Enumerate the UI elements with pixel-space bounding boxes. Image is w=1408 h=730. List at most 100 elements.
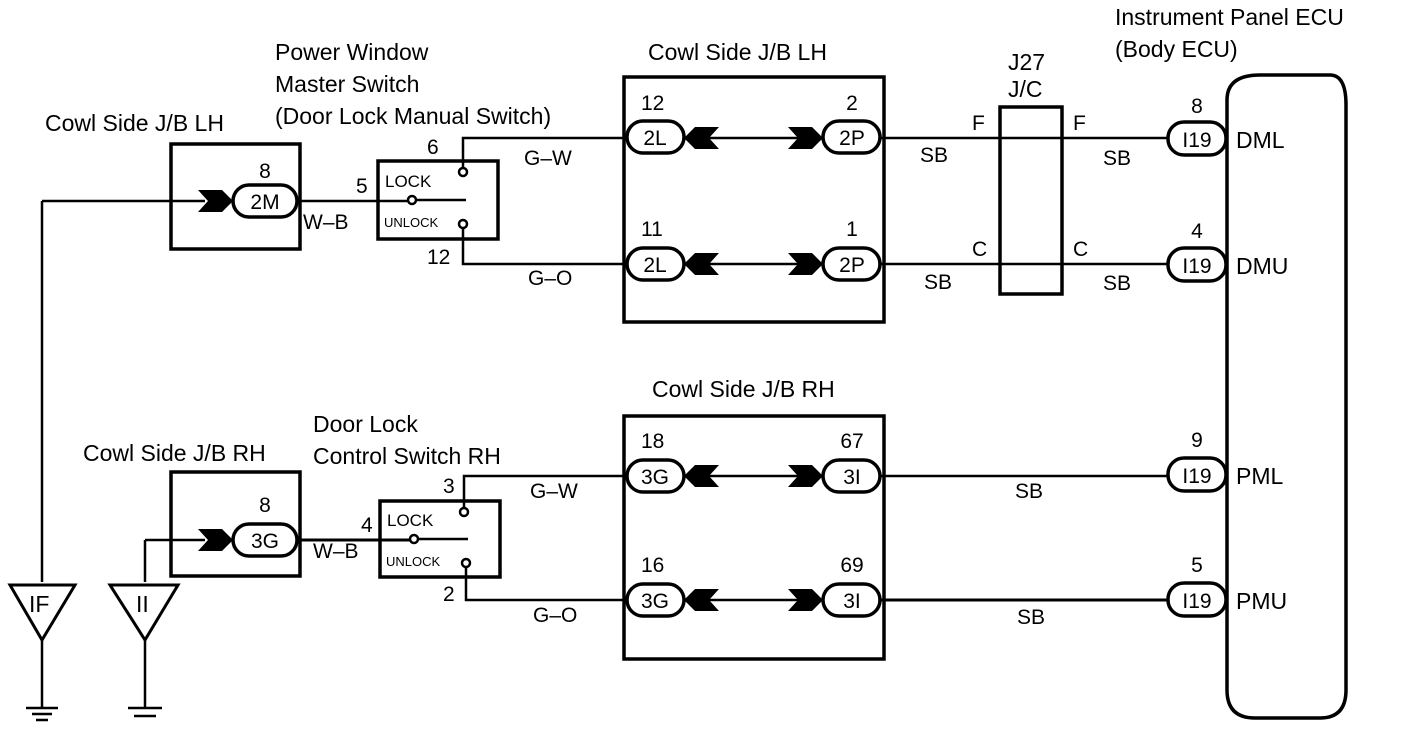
connector-rh-top-right-pin: 67 [840, 430, 863, 453]
ecu-connector-pmu: I19 5 PMU [1166, 554, 1287, 618]
rh-common-contact [408, 533, 420, 545]
ecu-title-1: Instrument Panel ECU [1115, 4, 1344, 30]
master-lock-label: LOCK [385, 172, 432, 191]
j27-pin-bot-right: C [1073, 238, 1088, 261]
connector-lh-bot-left-code: 2L [643, 254, 666, 277]
master-lock-contact [457, 166, 469, 178]
connector-arrow-icon [198, 529, 233, 551]
j27-title: J27 [1008, 49, 1045, 75]
connector-arrow-icon [788, 253, 823, 275]
cowl-lh-left-title: Cowl Side J/B LH [45, 110, 224, 136]
j27-pin-top-right: F [1073, 112, 1086, 135]
connector-2m-code: 2M [250, 191, 279, 214]
ecu-title-2: (Body ECU) [1115, 36, 1238, 62]
wire-master-lock [461, 136, 628, 168]
connector-lh-bot-right-pin: 1 [846, 218, 858, 241]
j27-pin-top-left: F [972, 112, 985, 135]
wire-label-master-lock: G–W [524, 147, 572, 170]
wire-label-rh-common: W–B [313, 540, 359, 563]
connector-2m-pin: 8 [259, 160, 271, 183]
j27-pin-bot-left: C [972, 238, 987, 261]
master-unlock-contact [457, 218, 469, 230]
dl-ctrl-title-2: Control Switch RH [313, 443, 501, 469]
ecu-dml-terminal: DML [1236, 127, 1285, 153]
ecu-connector-dml: I19 8 DML [1166, 95, 1285, 157]
connector-lh-top-right-pin: 2 [846, 92, 858, 115]
rh-lock-label: LOCK [387, 511, 434, 530]
cowl-lh-center-title: Cowl Side J/B LH [648, 39, 827, 65]
cowl-lh-center-box [622, 75, 886, 324]
connector-3g-left-pin: 8 [259, 494, 271, 517]
connector-lh-top-right-code: 2P [839, 127, 865, 150]
rh-pin-lock: 3 [443, 475, 455, 498]
rh-pin-unlock: 2 [443, 583, 455, 606]
ground-symbol-icon [128, 706, 162, 718]
wire-label-rh-top-out: SB [1015, 480, 1043, 503]
cowl-lh-left-box [169, 142, 302, 251]
ecu-connector-dmu: I19 4 DMU [1166, 220, 1288, 283]
master-pin-lock: 6 [427, 136, 439, 159]
rh-unlock-contact [460, 557, 472, 569]
connector-arrow-icon [684, 127, 719, 149]
master-switch-box [376, 159, 500, 241]
connector-lh-bot-right-code: 2P [839, 254, 865, 277]
wire-master-unlock [461, 228, 628, 266]
ground-label-ii: II [136, 591, 149, 617]
rh-unlock-label: UNLOCK [386, 554, 441, 569]
master-common-contact [406, 194, 418, 206]
ground-point-if: IF [7, 583, 78, 722]
ecu-pmu-pin: 5 [1191, 554, 1203, 577]
connector-lh-bot-left-pin: 11 [641, 218, 663, 241]
connector-arrow-icon [788, 465, 823, 487]
connector-rh-bot-right-pin: 69 [840, 554, 863, 577]
rh-pin-common: 4 [361, 514, 373, 537]
master-pin-unlock: 12 [427, 246, 450, 269]
cowl-rh-center-box [622, 414, 886, 661]
ecu-dmu-code: I19 [1182, 255, 1211, 278]
ground-symbol-icon [26, 706, 58, 722]
connector-3g-left-code: 3G [251, 530, 279, 553]
wire-rh-unlock [464, 567, 628, 602]
connector-rh-top-left-code: 3G [641, 466, 669, 489]
connector-rh-top-right-code: 3I [843, 466, 861, 489]
wire-label-j27-bot-out: SB [1103, 272, 1131, 295]
pw-master-title-2: Master Switch [275, 71, 419, 97]
ecu-dml-pin: 8 [1191, 95, 1203, 118]
cowl-rh-center-title: Cowl Side J/B RH [652, 376, 835, 402]
ecu-dml-code: I19 [1182, 129, 1211, 152]
ecu-pmu-terminal: PMU [1236, 588, 1287, 614]
wire-label-lh-bot-out: SB [924, 271, 952, 294]
rh-lock-contact [458, 506, 470, 518]
connector-lh-top-left-code: 2L [643, 127, 666, 150]
connector-rh-bot-left-pin: 16 [641, 554, 664, 577]
connector-arrow-icon [684, 465, 719, 487]
ground-point-ii: II [107, 583, 181, 718]
ecu-connector-pml: I19 9 PML [1166, 429, 1284, 493]
rh-switch-box [378, 499, 502, 579]
pw-master-title-3: (Door Lock Manual Switch) [275, 103, 551, 129]
ecu-body [1225, 73, 1348, 720]
connector-arrow-icon [684, 253, 719, 275]
wire-label-rh-unlock: G–O [533, 604, 577, 627]
connector-rh-top-left-pin: 18 [641, 430, 664, 453]
wire-label-j27-top-out: SB [1103, 147, 1131, 170]
j27-junction-box [998, 105, 1064, 296]
connector-lh-top-left [625, 119, 686, 155]
ground-label-if: IF [29, 591, 49, 617]
connector-arrow-icon [198, 190, 233, 212]
cowl-rh-left-title: Cowl Side J/B RH [83, 440, 266, 466]
ecu-pmu-code: I19 [1182, 590, 1211, 613]
connector-arrow-icon [788, 127, 823, 149]
dl-ctrl-title-1: Door Lock [313, 411, 418, 437]
master-pin-common: 5 [356, 175, 368, 198]
connector-rh-bot-left-code: 3G [641, 590, 669, 613]
wire-rh-lock [462, 474, 628, 508]
connector-arrow-icon [788, 589, 823, 611]
ecu-dmu-terminal: DMU [1236, 253, 1288, 279]
ecu-pml-terminal: PML [1236, 463, 1284, 489]
jc-title: J/C [1008, 76, 1043, 102]
ecu-pml-code: I19 [1182, 465, 1211, 488]
ecu-dmu-pin: 4 [1191, 220, 1203, 243]
master-unlock-label: UNLOCK [384, 215, 439, 230]
